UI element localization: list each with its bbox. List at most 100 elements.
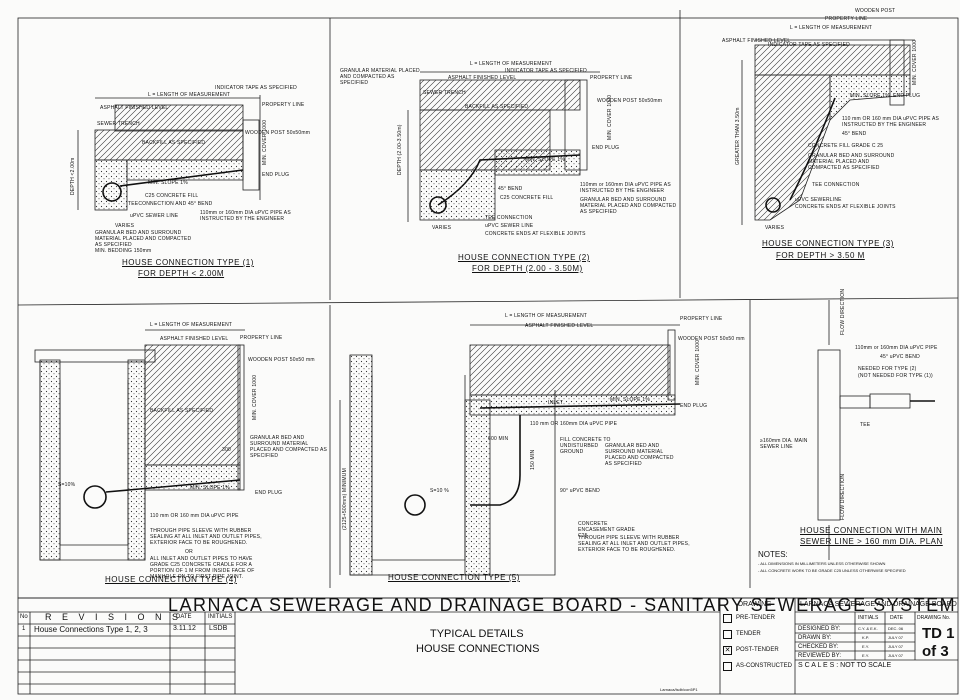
type5-label-s10: S=10 %	[430, 488, 449, 494]
type5-label-encasement: CONCRETE ENCASEMENT GRADE C25	[578, 521, 636, 539]
detail-plan-linework	[817, 300, 935, 560]
type2-label-concrete-ends: CONCRETE ENDS AT FLEXIBLE JOINTS	[485, 231, 586, 237]
type2-title: HOUSE CONNECTION TYPE (2)	[458, 253, 590, 262]
type1-label-c25: C25 CONCRETE FILL	[145, 193, 199, 199]
tb-reviewed-date: JULY 07	[888, 653, 903, 658]
type1-label-upvc: uPVC SEWER LINE	[130, 213, 179, 219]
type4-label-300: 300	[222, 447, 231, 453]
type5-label-post: WOODEN POST 50x50 mm	[678, 336, 745, 342]
type1-label-pipe: 110mm or 160mm DIA uPVC PIPE AS INSTRUCT…	[200, 210, 291, 222]
checkbox-post-tender[interactable]: ✕	[723, 646, 732, 655]
tb-col-date: DATE	[890, 615, 903, 621]
type4-label-or: OR	[185, 549, 193, 555]
type2-label-asphalt: ASPHALT FINISHED LEVEL	[448, 75, 517, 81]
type3-label-tee: TEE CONNECTION	[812, 182, 860, 188]
revisions-header: R E V I S I O N S	[45, 612, 183, 622]
board-title: LARNACA SEWERAGE AND DRAINAGE BOARD - SA…	[168, 595, 957, 615]
plan-label-tee: TEE	[860, 422, 871, 428]
type1-label-length: L = LENGTH OF MEASUREMENT	[148, 92, 231, 98]
type5-label-asphalt: ASPHALT FINISHED LEVEL	[525, 323, 594, 329]
notes-line-2: - ALL CONCRETE WORK TO BE GRADE C25 UNLE…	[758, 568, 906, 573]
revisions-col-no: No	[20, 614, 28, 620]
type3-label-granular: GRANULAR BED AND SURROUND MATERIAL PLACE…	[808, 153, 895, 171]
type5-label-sleeve: THROUGH PIPE SLEEVE WITH RUBBER SEALING …	[578, 535, 690, 553]
type2-label-tee: TEE CONNECTION	[485, 215, 533, 221]
tb-drawing-of: of 3	[922, 643, 949, 660]
type3-label-cover: MIN. COVER 1000	[912, 39, 918, 85]
checkbox-tender[interactable]	[723, 630, 732, 639]
type1-label-slope: MIN. SLOPE 1%	[148, 180, 188, 186]
tb-col-initials: INITIALS	[858, 615, 879, 621]
type2-label-trench: SEWER TRENCH	[423, 90, 466, 96]
type1-label-endplug: END PLUG	[262, 172, 290, 178]
plan-label-flow-bottom: FLOW DIRECTION	[840, 473, 846, 520]
tb-col-drawing-no: DRAWING No.	[917, 615, 951, 621]
detail-type-3-linework	[741, 39, 915, 225]
type1-label-tape: INDICATOR TAPE AS SPECIFIED	[215, 85, 297, 91]
type1-label-property: PROPERTY LINE	[262, 102, 305, 108]
type3-label-length: L = LENGTH OF MEASUREMENT	[790, 25, 873, 31]
type5-label-inlet: INLET	[548, 400, 564, 406]
type5-label-cover: MIN. COVER 1000	[695, 339, 701, 385]
type3-label-asphalt: ASPHALT FINISHED LEVEL	[722, 38, 791, 44]
revisions-row1-initials: LSDB	[209, 625, 228, 632]
plan-label-pipe: 110mm or 160mm DIA uPVC PIPE	[855, 345, 938, 351]
type1-label-trench: SEWER TRENCH	[97, 121, 140, 127]
tb-reviewed-by: REVIEWED BY:	[798, 653, 842, 659]
tb-scales: S C A L E S : NOT TO SCALE	[798, 662, 892, 669]
tb-checked-date: JULY 07	[888, 644, 903, 649]
detail-type-2-linework	[407, 71, 600, 222]
type3-label-tape: INDICATOR TAPE AS SPECIFIED	[768, 42, 850, 48]
type5-label-bend: 90° uPVC BEND	[560, 488, 600, 494]
type5-label-endplug: END PLUG	[680, 403, 708, 409]
type4-label-cover: MIN. COVER 1000	[252, 374, 258, 420]
type1-label-cover: MIN. COVER 1000	[262, 119, 268, 165]
tb-designed-date: DEC. 06	[888, 626, 904, 631]
plan-subtitle: SEWER LINE > 160 mm DIA. PLAN	[800, 537, 943, 546]
plan-title: HOUSE CONNECTION WITH MAIN	[800, 526, 943, 535]
type4-label-cradle: ALL INLET AND OUTLET PIPES TO HAVE GRADE…	[150, 556, 255, 580]
revisions-col-initials: INITIALS	[208, 614, 233, 620]
title-block-lines	[17, 597, 959, 695]
revisions-row1-desc: House Connections Type 1, 2, 3	[34, 625, 148, 634]
type4-label-sleeve: THROUGH PIPE SLEEVE WITH RUBBER SEALING …	[150, 528, 262, 546]
notes-line-1: - ALL DIMENSIONS IN MILLIMETERS UNLESS O…	[758, 561, 886, 566]
plan-label-main: ≥160mm DIA. MAIN SEWER LINE	[760, 438, 808, 450]
type3-label-concrete-ends: CONCRETE ENDS AT FLEXIBLE JOINTS	[795, 204, 896, 210]
type1-label-backfill: BACKFILL AS SPECIFIED	[142, 140, 206, 146]
checkbox-pre-tender[interactable]	[723, 614, 732, 623]
type4-label-granular: GRANULAR BED AND SURROUND MATERIAL PLACE…	[250, 435, 328, 459]
type4-label-s10: S=10%	[58, 482, 76, 488]
type3-label-depth: GREATER THAN 3.50m	[735, 107, 741, 165]
tb-designed-init: C.Y. & E.K.	[858, 626, 878, 631]
type2-label-c25: C25 CONCRETE FILL	[500, 195, 554, 201]
type1-subtitle: FOR DEPTH < 2.00M	[138, 269, 225, 278]
type2-label-varies: VARIES	[432, 225, 452, 231]
type4-label-asphalt: ASPHALT FINISHED LEVEL	[160, 336, 229, 342]
plan-label-bend: 45° uPVC BEND	[880, 354, 920, 360]
checkbox-as-constructed[interactable]	[723, 662, 732, 671]
type5-label-property: PROPERTY LINE	[680, 316, 723, 322]
type2-label-tape: INDICATOR TAPE AS SPECIFIED	[505, 68, 587, 74]
type5-label-600: 600 MIN	[488, 436, 509, 442]
type2-subtitle: FOR DEPTH (2.00 - 3.50M)	[472, 264, 583, 273]
type1-label-bedding: MIN. BEDDING 150mm	[95, 248, 152, 254]
type5-label-length: L = LENGTH OF MEASUREMENT	[505, 313, 588, 319]
revisions-row1-date: 3.11.12	[173, 625, 196, 632]
drawing-status-header: DRAWING	[738, 601, 772, 608]
tb-drawn-by: DRAWN BY:	[798, 635, 832, 641]
notes-heading: NOTES:	[758, 550, 788, 559]
type4-label-post: WOODEN POST 50x50 mm	[248, 357, 315, 363]
tb-designed-by: DESIGNED BY:	[798, 626, 841, 632]
plan-label-needed: NEEDED FOR TYPE (2)	[858, 366, 917, 372]
type1-title: HOUSE CONNECTION TYPE (1)	[122, 258, 254, 267]
type4-title: HOUSE CONNECTION TYPE (4)	[105, 575, 237, 584]
type4-label-length: L = LENGTH OF MEASUREMENT	[150, 322, 233, 328]
type2-label-upvc: uPVC SEWER LINE	[485, 223, 534, 229]
revisions-col-date: DATE	[176, 614, 192, 620]
label-tender: TENDER	[736, 631, 761, 637]
detail-type-4-linework	[34, 329, 245, 561]
detail-type-1-linework	[77, 95, 261, 211]
details-title-1: TYPICAL DETAILS	[430, 628, 524, 640]
type5-label-depth: (2125+500mm) MINIMUM	[342, 468, 348, 530]
